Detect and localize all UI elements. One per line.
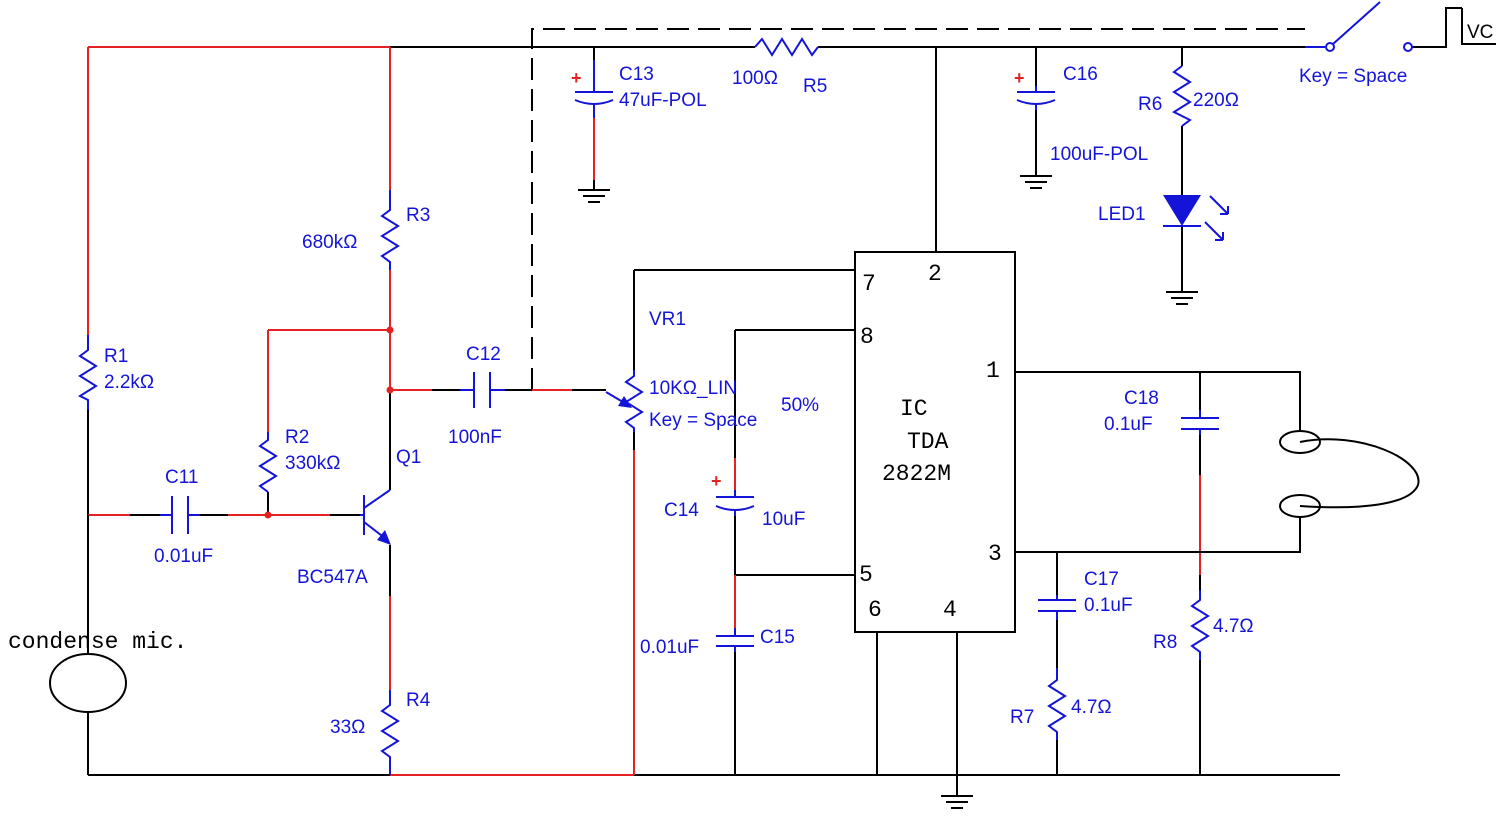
ic-pin-7: 7 bbox=[862, 271, 876, 297]
r7-ref: R7 bbox=[1010, 707, 1034, 728]
ic-pin-5: 5 bbox=[859, 562, 873, 588]
ground-icon bbox=[1020, 170, 1052, 189]
r3-value: 680kΩ bbox=[302, 232, 357, 253]
ic-pin-4: 4 bbox=[943, 597, 957, 623]
led-led1: LED1 bbox=[1098, 195, 1229, 241]
ground-icon bbox=[941, 790, 973, 809]
c18-ref: C18 bbox=[1124, 388, 1159, 409]
c16-value: 100uF-POL bbox=[1050, 144, 1148, 165]
q1-ref: Q1 bbox=[396, 447, 421, 468]
r4-ref: R4 bbox=[406, 690, 431, 711]
speaker-loop bbox=[1279, 430, 1420, 518]
capacitor-c14: + C14 10uF bbox=[664, 471, 805, 530]
resistor-r2: R2 330kΩ bbox=[258, 427, 340, 493]
r7-value: 4.7Ω bbox=[1071, 697, 1112, 718]
c16-ref: C16 bbox=[1063, 64, 1098, 85]
ground-icon bbox=[578, 180, 610, 203]
c14-plus-icon: + bbox=[711, 471, 722, 491]
capacitor-c15: 0.01uF C15 bbox=[640, 627, 795, 658]
vr1-key: Key = Space bbox=[649, 410, 757, 431]
vcc-terminal: VC bbox=[1461, 8, 1496, 45]
c13-ref: C13 bbox=[619, 64, 654, 85]
capacitor-c13: + C13 47uF-POL bbox=[571, 60, 707, 118]
c15-value: 0.01uF bbox=[640, 637, 699, 658]
ic-pin-3: 3 bbox=[988, 541, 1002, 567]
transistor-q1: Q1 BC547A bbox=[297, 447, 421, 588]
c17-value: 0.1uF bbox=[1084, 595, 1133, 616]
ground-symbols bbox=[578, 170, 1198, 809]
resistor-r7: R7 4.7Ω bbox=[1010, 668, 1112, 740]
capacitor-c17: C17 0.1uF bbox=[1038, 569, 1133, 620]
resistor-r6: R6 220Ω bbox=[1138, 65, 1239, 127]
ic-pin-1: 1 bbox=[986, 358, 1000, 384]
c15-ref: C15 bbox=[760, 627, 795, 648]
ic-label-line3: 2822M bbox=[882, 461, 951, 487]
c16-plus-icon: + bbox=[1014, 68, 1025, 88]
r1-value: 2.2kΩ bbox=[104, 372, 154, 393]
capacitor-c11: C11 0.01uF bbox=[154, 467, 213, 567]
capacitor-c18: C18 0.1uF bbox=[1104, 388, 1219, 435]
junction-dots bbox=[264, 326, 394, 519]
r2-value: 330kΩ bbox=[285, 453, 340, 474]
r6-value: 220Ω bbox=[1193, 90, 1239, 111]
c11-ref: C11 bbox=[165, 467, 198, 488]
resistor-r8: R8 4.7Ω bbox=[1153, 590, 1254, 660]
ic-tda2822m: 7 2 8 1 3 5 6 4 IC TDA 2822M bbox=[854, 251, 1016, 633]
microphone: condense mic. bbox=[8, 629, 187, 713]
c13-value: 47uF-POL bbox=[619, 90, 707, 111]
c17-ref: C17 bbox=[1084, 569, 1119, 590]
c11-value: 0.01uF bbox=[154, 546, 213, 567]
wires bbox=[87, 7, 1462, 790]
vr1-value: 10KΩ_LIN bbox=[649, 378, 737, 399]
s1-key: Key = Space bbox=[1299, 66, 1407, 87]
r8-value: 4.7Ω bbox=[1213, 616, 1254, 637]
r1-ref: R1 bbox=[104, 346, 128, 367]
c14-value: 10uF bbox=[762, 509, 805, 530]
potentiometer-vr1: VR1 10KΩ_LIN Key = Space 50% bbox=[605, 309, 819, 432]
c12-value: 100nF bbox=[448, 427, 502, 448]
q1-value: BC547A bbox=[297, 567, 368, 588]
r4-value: 33Ω bbox=[330, 717, 365, 738]
switch-s1: Key = Space bbox=[1299, 1, 1413, 87]
vcc-label: VC bbox=[1467, 22, 1493, 43]
ic-pin-2: 2 bbox=[928, 261, 942, 287]
vr1-position: 50% bbox=[781, 395, 819, 416]
r5-value: 100Ω bbox=[732, 68, 778, 89]
led1-ref: LED1 bbox=[1098, 204, 1146, 225]
ic-pin-6: 6 bbox=[868, 597, 882, 623]
ic-label-line1: IC bbox=[900, 396, 928, 422]
c12-ref: C12 bbox=[466, 344, 501, 365]
ic-label-line2: TDA bbox=[907, 429, 949, 455]
capacitor-c16: + C16 100uF-POL bbox=[1014, 64, 1148, 165]
resistor-r5: 100Ω R5 bbox=[732, 37, 827, 97]
r5-ref: R5 bbox=[803, 76, 827, 97]
r2-ref: R2 bbox=[285, 427, 309, 448]
r6-ref: R6 bbox=[1138, 94, 1162, 115]
capacitor-c12: C12 100nF bbox=[448, 344, 505, 448]
resistor-r1: R1 2.2kΩ bbox=[77, 335, 154, 410]
vr1-ref: VR1 bbox=[649, 309, 686, 330]
c14-ref: C14 bbox=[664, 500, 699, 521]
r8-ref: R8 bbox=[1153, 632, 1177, 653]
ic-pin-8: 8 bbox=[860, 324, 874, 350]
resistor-r3: R3 680kΩ bbox=[302, 190, 430, 270]
r3-ref: R3 bbox=[406, 205, 430, 226]
mic-label: condense mic. bbox=[8, 629, 187, 655]
resistor-r4: R4 33Ω bbox=[330, 690, 431, 775]
ground-icon bbox=[1166, 290, 1198, 305]
c18-value: 0.1uF bbox=[1104, 414, 1153, 435]
c13-plus-icon: + bbox=[571, 68, 582, 88]
